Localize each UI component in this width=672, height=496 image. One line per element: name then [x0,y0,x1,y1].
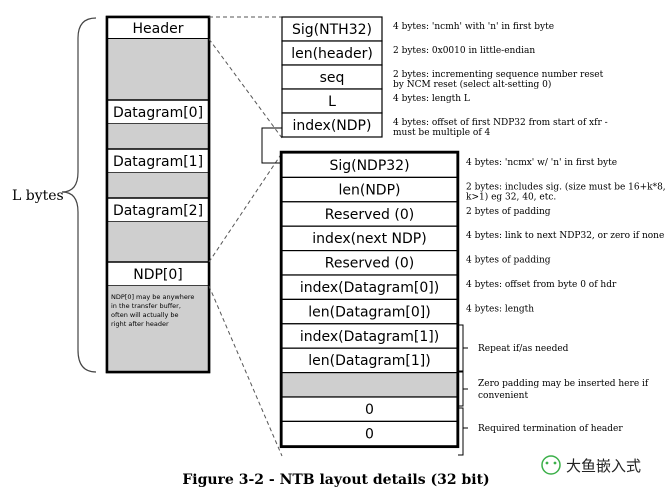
ndp32-padding-cell [281,372,458,398]
ntb-gap-4 [108,222,208,262]
ndp32-field-label: Sig(NDP32) [329,158,409,174]
ntb-header-label: Header [133,21,184,37]
nth32-field [281,112,383,138]
index-ndp-pointer [261,127,282,164]
padding-note-line: convenient [478,391,528,401]
ndp32-field [281,152,458,178]
ntb-ndp0-note-area [108,286,208,371]
ndp32-field-note: 4 bytes: offset from byte 0 of hdr [466,280,617,290]
ndp32-field-label: index(Datagram[0]) [300,280,439,296]
ntb-gap-1 [108,39,208,100]
ntb-datagram0-cell [106,99,210,125]
ndp0-note-line: often will actually be [111,311,179,319]
figure-caption: Figure 3-2 - NTB layout details (32 bit) [182,472,489,488]
nth32-field-note: must be multiple of 4 [393,128,491,138]
ntb-gap-3 [108,173,208,198]
nth32-field-note: 4 bytes: offset of first NDP32 from star… [393,118,608,128]
l-bytes-label: L bytes [12,188,64,204]
nth32-field-note: 2 bytes: 0x0010 in little-endian [393,46,535,56]
nth32-field-label: len(header) [291,46,373,62]
ndp32-field [281,201,458,227]
ndp-expand-line-bottom [208,285,283,457]
ndp32-field [281,420,458,447]
ndp32-field-note: 4 bytes: length [466,304,534,314]
ndp0-note-line: in the transfer buffer, [111,302,181,310]
nth32-field-note: 4 bytes: length L [393,94,470,104]
ndp32-field-label: len(NDP) [339,182,401,198]
nth32-table: Sig(NTH32) 4 bytes: 'ncmh' with 'n' in fi… [281,16,608,138]
ndp32-field [281,323,458,349]
ndp32-field-label: len(Datagram[0]) [308,304,430,320]
ndp0-note-line: NDP[0] may be anywhere [111,293,194,301]
header-expand-line-bottom [208,38,283,139]
nth32-field-note: 4 bytes: 'ncmh' with 'n' in first byte [393,22,554,32]
ndp32-field [281,176,458,203]
ndp32-field-note: 2 bytes of padding [466,207,551,217]
ndp0-note-line: right after header [111,320,169,328]
ndp32-field-note: 4 bytes: link to next NDP32, or zero if … [466,231,664,241]
ndp32-field [281,250,458,276]
watermark-text: 大鱼嵌入式 [566,457,641,475]
ntb-gap-2 [108,124,208,149]
ntb-datagram0-label: Datagram[0] [113,105,203,121]
ndp32-field-note: k>1) eg 32, 40, etc. [466,191,556,202]
ndp32-field [281,298,458,325]
nth32-field-label: Sig(NTH32) [292,22,372,38]
ndp32-field [281,347,458,374]
nth32-field-label: L [328,94,336,110]
repeat-note: Repeat if/as needed [478,344,569,354]
ndp32-field [281,274,458,300]
nth32-field-note: 2 bytes: incrementing sequence number re… [393,70,604,80]
ndp32-field-label: 0 [365,402,374,418]
ndp32-field-note: 4 bytes of padding [466,256,551,266]
ndp32-field-label: Reserved (0) [325,207,414,223]
ndp32-field-label: Reserved (0) [325,256,414,272]
ndp32-field-label: 0 [365,426,374,442]
ndp32-field-note: 4 bytes: 'ncmx' w/ 'n' in first byte [466,158,617,168]
ntb-datagram2-label: Datagram[2] [113,203,203,219]
ndp32-field [281,225,458,252]
nth32-field-label: seq [320,70,345,86]
ndp32-field-note: 2 bytes: includes sig. (size must be 16+… [466,181,666,192]
padding-note-line: Zero padding may be inserted here if [478,379,649,389]
nth32-field [281,64,383,90]
ndp32-field-label: index(next NDP) [312,231,426,247]
ndp32-field-label: len(Datagram[1]) [308,353,430,369]
nth32-field-label: index(NDP) [293,118,372,134]
ntb-datagram1-label: Datagram[1] [113,154,203,170]
ndp32-frame [279,150,460,449]
ntb-datagram1-cell [106,148,210,174]
watermark-logo [541,455,561,475]
l-bytes-brace [61,17,97,373]
ndp32-field-label: index(Datagram[1]) [300,329,439,345]
ntb-ndp0-label: NDP[0] [133,267,183,283]
ndp32-table: Sig(NDP32) 4 bytes: 'ncmx' w/ 'n' in firs… [279,150,666,449]
nth32-field-note: by NCM reset (select alt-setting 0) [393,79,551,90]
ndp-expand-line-top [208,152,283,263]
termination-note: Required termination of header [478,424,623,434]
termination-bracket [458,407,464,456]
